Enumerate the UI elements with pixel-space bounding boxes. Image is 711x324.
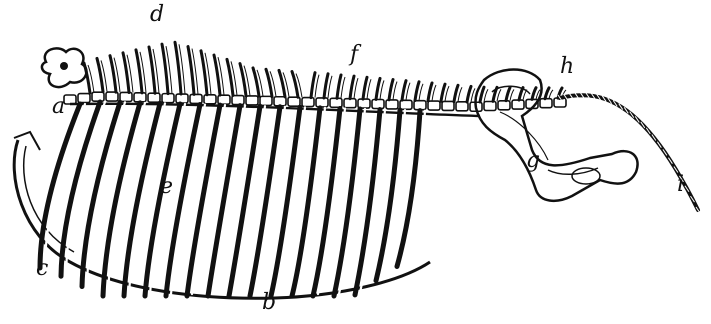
vertebra-body	[78, 94, 90, 103]
spinous-process-edge	[484, 89, 488, 102]
spinous-process-edge	[393, 82, 397, 100]
vertebra-body	[232, 96, 244, 105]
label-d: d	[150, 4, 164, 26]
spinous-process	[519, 88, 523, 100]
rib-highlight	[192, 105, 225, 294]
spinous-process	[350, 76, 354, 99]
label-c: c	[36, 258, 48, 280]
spinous-process	[402, 81, 406, 100]
vertebra-body	[246, 96, 258, 105]
spinous-process	[376, 78, 380, 99]
vertebra-body	[498, 101, 510, 110]
vertebra-body	[92, 92, 104, 101]
label-h: h	[560, 56, 574, 78]
spinous-process	[311, 73, 315, 98]
spinous-process-edge	[510, 89, 514, 100]
pelvis	[475, 70, 637, 201]
label-f: f	[350, 44, 358, 66]
spinous-process-edge	[328, 76, 332, 98]
spinous-process	[363, 77, 367, 99]
spinous-process	[415, 82, 419, 101]
spinous-process	[480, 87, 484, 102]
vertebra-body	[428, 101, 440, 110]
spinous-process-edge	[445, 86, 449, 101]
vertebra-body	[442, 101, 454, 110]
vertebra-body	[484, 102, 496, 111]
rib-highlight	[213, 106, 245, 294]
spinous-process	[454, 85, 458, 101]
rib-cage	[40, 102, 425, 296]
vertebra-body	[260, 96, 272, 105]
label-e: e	[160, 176, 173, 198]
spinous-process-edge	[315, 75, 319, 98]
label-g: g	[526, 150, 540, 172]
spinous-process-edge	[432, 85, 436, 101]
spinous-process-edge	[367, 79, 371, 99]
spinous-process	[506, 87, 510, 100]
label-a: a	[52, 96, 65, 118]
spinous-process-edge	[549, 90, 553, 99]
spinous-process	[324, 74, 328, 98]
spinous-process	[467, 86, 471, 102]
spinous-process	[441, 84, 445, 101]
spinous-process-edge	[458, 87, 462, 101]
vertebra-body	[316, 98, 328, 107]
spinous-process-edge	[354, 78, 358, 99]
vertebra-body	[386, 100, 398, 109]
spinous-process	[337, 75, 341, 98]
rib-highlight	[171, 105, 205, 294]
spinous-process-edge	[380, 80, 384, 99]
spinous-process	[545, 88, 549, 99]
spinous-process-edge	[497, 89, 501, 101]
vertebra-body	[64, 95, 76, 104]
spinous-process-edge	[341, 77, 345, 98]
vertebra-body	[148, 93, 160, 102]
label-b: b	[262, 292, 276, 314]
atlas-vertebra	[42, 48, 87, 87]
vertebra-body	[540, 99, 552, 108]
vertebra-body	[512, 100, 524, 109]
spinous-process-edge	[406, 83, 410, 100]
spinous-process	[428, 83, 432, 101]
vertebra-body	[372, 100, 384, 109]
label-i: i	[677, 174, 684, 196]
vertebra-body	[302, 98, 314, 107]
spinous-process-edge	[419, 84, 423, 101]
spinous-process	[532, 88, 536, 100]
vertebra-body	[120, 92, 132, 101]
spinous-process	[389, 80, 393, 100]
vertebra-body	[204, 95, 216, 104]
vertebra-body	[176, 94, 188, 103]
